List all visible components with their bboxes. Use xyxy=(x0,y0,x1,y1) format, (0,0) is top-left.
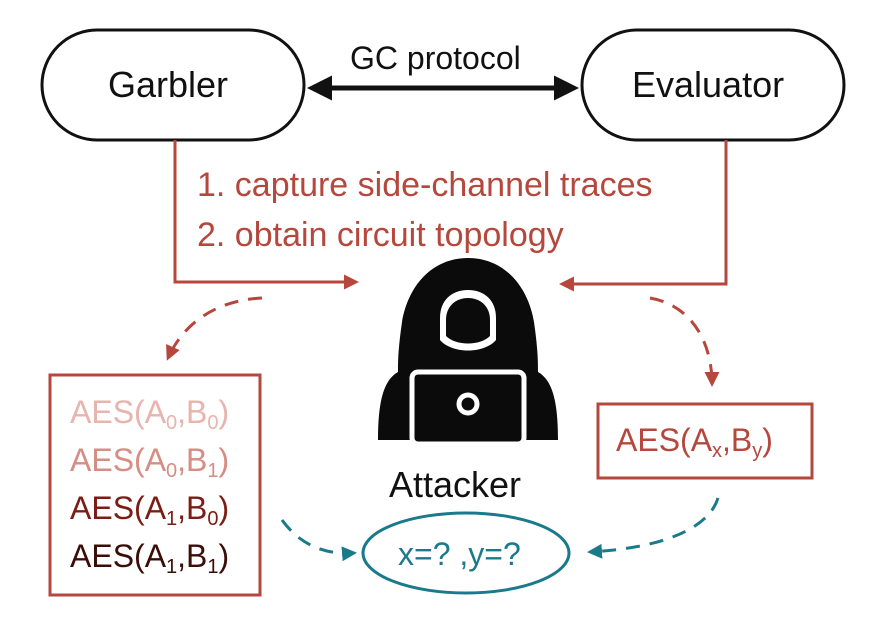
evaluator-node xyxy=(580,28,846,142)
guess-label: x=? ,y=? xyxy=(398,536,521,572)
row-suffix: ) xyxy=(218,490,230,526)
row-mid: ,B xyxy=(177,442,208,478)
row-prefix: AES(A xyxy=(70,442,167,478)
garbler-to-attacker-arrow xyxy=(173,140,359,290)
garbler-table-box xyxy=(48,373,262,597)
row-a-subscript: 1 xyxy=(166,508,178,530)
evaluator-to-attacker-arrow xyxy=(559,140,728,292)
garbler-table-row-2: AES(A0,B1) xyxy=(70,444,229,481)
row-a-subscript: 1 xyxy=(166,556,178,578)
row-mid: ,B xyxy=(177,538,208,574)
step-1-text: 1. capture side-channel traces xyxy=(197,166,653,204)
row-suffix: ) xyxy=(218,538,230,574)
row-b-subscript: 1 xyxy=(207,460,219,482)
row-b-subscript: 1 xyxy=(207,556,219,578)
attacker-to-garbler-table-arrow xyxy=(166,296,263,361)
row-a-subscript: 0 xyxy=(166,460,178,482)
guess-ellipse xyxy=(361,511,571,595)
garbler-node xyxy=(40,28,306,142)
row-prefix: AES(A xyxy=(70,394,167,430)
row-suffix: ) xyxy=(218,442,230,478)
attacker-to-evaluator-table-arrow xyxy=(649,296,720,387)
evaluator-label: Evaluator xyxy=(632,64,785,105)
evaluator-entry-to-guess-arrow xyxy=(587,497,720,559)
entry-suffix: ) xyxy=(762,422,773,458)
entry-b-subscript: y xyxy=(752,440,763,462)
entry-mid: ,B xyxy=(722,422,753,458)
row-a-subscript: 0 xyxy=(166,412,178,434)
garbler-label: Garbler xyxy=(108,64,229,105)
evaluator-entry-text: AES(Ax,By) xyxy=(616,424,773,461)
row-prefix: AES(A xyxy=(70,538,167,574)
entry-prefix: AES(A xyxy=(616,422,713,458)
hooded-hacker-laptop-icon xyxy=(378,258,558,452)
row-suffix: ) xyxy=(218,394,230,430)
attacker-label: Attacker xyxy=(389,464,522,505)
row-prefix: AES(A xyxy=(70,490,167,526)
row-mid: ,B xyxy=(177,490,208,526)
row-b-subscript: 0 xyxy=(207,508,219,530)
garbler-table-to-guess-arrow xyxy=(280,519,357,562)
garbler-table-row-1: AES(A0,B0) xyxy=(70,396,229,433)
row-mid: ,B xyxy=(177,394,208,430)
step-2-text: 2. obtain circuit topology xyxy=(197,216,564,254)
garbler-table-row-4: AES(A1,B1) xyxy=(70,540,229,577)
row-b-subscript: 0 xyxy=(207,412,219,434)
garbler-table-row-3: AES(A1,B0) xyxy=(70,492,229,529)
evaluator-entry-box xyxy=(596,402,814,480)
gc-protocol-label: GC protocol xyxy=(350,40,521,76)
entry-a-subscript: x xyxy=(712,440,723,462)
